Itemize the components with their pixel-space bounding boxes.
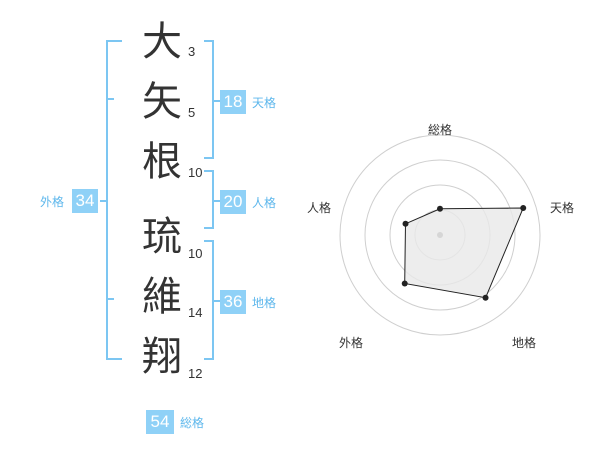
jinkaku-badge: 20	[220, 190, 246, 214]
tenkaku-label: 天格	[252, 96, 277, 110]
axis-label-chikaku: 地格	[512, 335, 536, 350]
stroke-count-2: 5	[188, 105, 196, 120]
radar-chart: 総格 天格 地格 外格 人格	[307, 122, 574, 350]
stroke-count-3: 10	[188, 165, 203, 180]
radar-ring-3	[364, 159, 516, 311]
radar-point-1	[520, 204, 527, 211]
radar-area	[404, 207, 524, 299]
name-char-2: 矢	[142, 79, 182, 125]
chikaku-badge: 36	[220, 290, 246, 314]
stroke-count-4: 10	[188, 246, 203, 261]
name-char-5: 維	[142, 274, 182, 320]
tenkaku-badge: 18	[220, 90, 246, 114]
stroke-count-1: 3	[188, 44, 196, 59]
chikaku-label: 地格	[252, 296, 277, 310]
axis-label-tenkaku: 天格	[550, 200, 574, 215]
radar-point-2	[482, 294, 489, 301]
axis-label-gaikaku: 外格	[339, 335, 363, 350]
axis-label-soukaku: 総格	[428, 122, 452, 137]
stroke-count-5: 14	[188, 305, 203, 320]
name-char-4: 琉	[142, 214, 182, 260]
soukaku-label: 総格	[180, 416, 205, 430]
radar-center	[437, 232, 443, 238]
name-char-1: 大	[142, 19, 182, 65]
name-char-3: 根	[142, 139, 182, 185]
name-char-6: 翔	[142, 334, 182, 380]
soukaku-badge: 54	[146, 410, 174, 434]
radar-ring-4	[339, 134, 541, 336]
radar-point-3	[401, 280, 408, 287]
gaikaku-badge: 34	[72, 189, 98, 213]
jinkaku-label: 人格	[252, 196, 277, 210]
radar-point-0	[437, 205, 443, 212]
radar-point-4	[402, 220, 409, 227]
gaikaku-label: 外格	[40, 195, 65, 209]
axis-label-jinkaku: 人格	[307, 200, 331, 215]
stroke-count-6: 12	[188, 366, 203, 381]
